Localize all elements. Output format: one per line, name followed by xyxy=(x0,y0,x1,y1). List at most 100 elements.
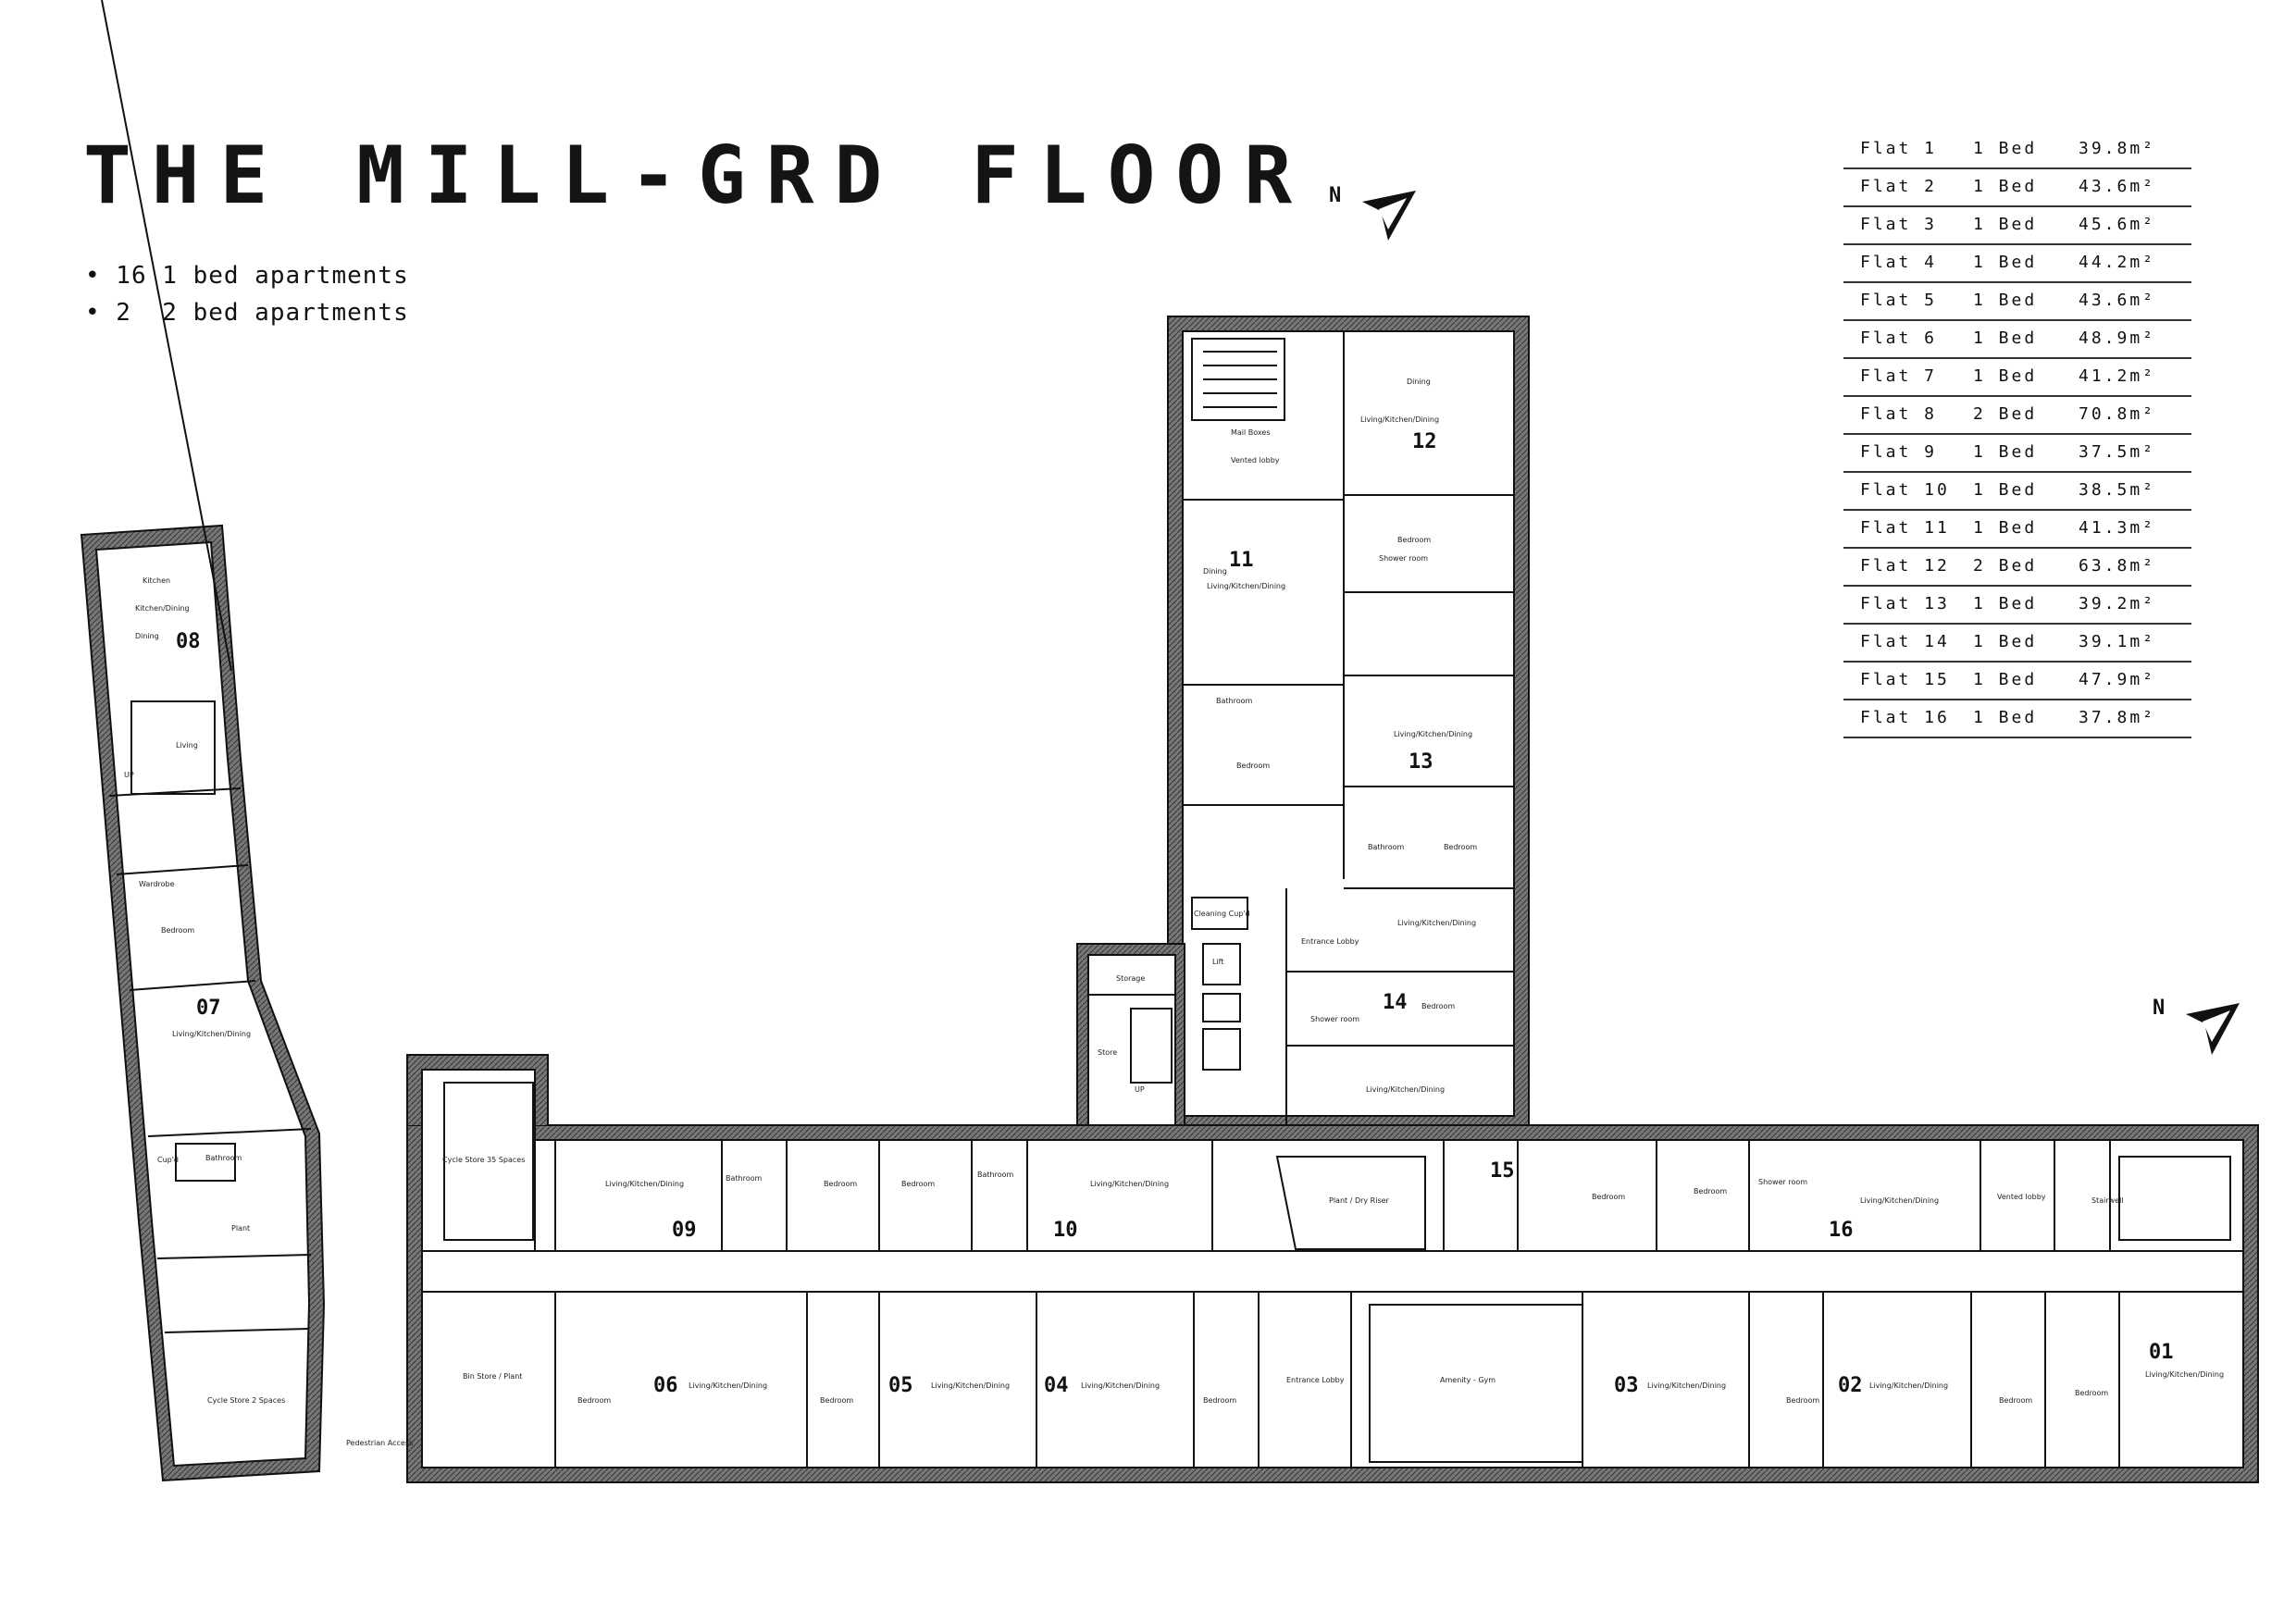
page-title: THE MILL-GRD FLOOR xyxy=(83,130,1312,222)
schedule-row: Flat 2 1 Bed 43.6m² xyxy=(1843,169,2191,207)
up-label: UP xyxy=(1135,1085,1145,1094)
schedule-flat: Flat 14 xyxy=(1860,632,1950,651)
bedroom-label: Bedroom xyxy=(1694,1187,1727,1196)
bedroom-label: Bedroom xyxy=(1397,536,1431,544)
schedule-flat: Flat 16 xyxy=(1860,708,1950,727)
schedule-beds: 1 Bed xyxy=(1973,442,2038,462)
schedule-beds: 1 Bed xyxy=(1973,480,2038,500)
flat-number: 14 xyxy=(1383,991,1408,1014)
schedule-flat: Flat 12 xyxy=(1860,556,1950,576)
flat-numbers: 01 02 03 04 05 06 07 08 09 10 11 12 13 1… xyxy=(176,430,2174,1397)
cleaning-cupboard-label: Cleaning Cup'd xyxy=(1194,910,1250,918)
schedule-area: 48.9m² xyxy=(2079,328,2156,348)
dining-label: Dining xyxy=(135,632,159,640)
bathroom-label: Bathroom xyxy=(205,1154,242,1162)
schedule-area: 41.2m² xyxy=(2079,366,2156,386)
room-labels: Plant Bin Store / Plant Amenity - Gym Cy… xyxy=(124,378,2224,1447)
lkd-label: Living/Kitchen/Dining xyxy=(1081,1381,1160,1390)
schedule-area: 39.2m² xyxy=(2079,594,2156,613)
schedule-beds: 2 Bed xyxy=(1973,404,2038,424)
north-label: N xyxy=(2153,997,2165,1020)
entrance-lobby-label: Entrance Lobby xyxy=(1286,1376,1345,1384)
lkd-label: Living/Kitchen/Dining xyxy=(1394,730,1472,738)
schedule-beds: 1 Bed xyxy=(1973,139,2038,158)
flat-number: 02 xyxy=(1838,1374,1863,1397)
schedule-flat: Flat 7 xyxy=(1860,366,1938,386)
bedroom-label: Bedroom xyxy=(820,1396,853,1405)
mail-boxes-label: Mail Boxes xyxy=(1231,428,1271,437)
bathroom-label: Bathroom xyxy=(1216,697,1253,705)
lkd-label: Living/Kitchen/Dining xyxy=(172,1030,251,1038)
flat-number: 08 xyxy=(176,630,201,653)
schedule-flat: Flat 15 xyxy=(1860,670,1950,689)
bedroom-label: Bedroom xyxy=(2075,1389,2108,1397)
schedule-area: 43.6m² xyxy=(2079,291,2156,310)
flat-number: 13 xyxy=(1409,750,1433,774)
schedule-area: 44.2m² xyxy=(2079,253,2156,272)
flat-number: 05 xyxy=(888,1374,913,1397)
schedule-flat: Flat 6 xyxy=(1860,328,1938,348)
wardrobe-label: Wardrobe xyxy=(139,880,175,888)
dining-label: Dining xyxy=(1203,567,1227,576)
flat-number: 15 xyxy=(1490,1159,1515,1183)
north-wing xyxy=(1167,316,1530,1132)
schedule-flat: Flat 5 xyxy=(1860,291,1938,310)
store-label: Store xyxy=(1098,1048,1117,1057)
west-wing xyxy=(80,0,326,1482)
schedule-flat: Flat 8 xyxy=(1860,404,1938,424)
living-label: Living xyxy=(176,741,198,750)
schedule-flat: Flat 1 xyxy=(1860,139,1938,158)
schedule-area: 37.5m² xyxy=(2079,442,2156,462)
lkd-label: Living/Kitchen/Dining xyxy=(1366,1085,1445,1094)
schedule-area: 43.6m² xyxy=(2079,177,2156,196)
bedroom-label: Bedroom xyxy=(1236,762,1270,770)
vented-lobby-label: Vented lobby xyxy=(1231,456,1280,465)
lkd-label: Living/Kitchen/Dining xyxy=(1860,1196,1939,1205)
storage-label: Storage xyxy=(1116,974,1145,983)
lkd-label: Living/Kitchen/Dining xyxy=(1397,919,1476,927)
schedule-row: Flat 6 1 Bed 48.9m² xyxy=(1843,321,2191,359)
plant-label: Plant xyxy=(231,1224,250,1233)
schedule-beds: 1 Bed xyxy=(1973,177,2038,196)
schedule-flat: Flat 13 xyxy=(1860,594,1950,613)
schedule-beds: 1 Bed xyxy=(1973,328,2038,348)
schedule-beds: 1 Bed xyxy=(1973,366,2038,386)
schedule-beds: 2 Bed xyxy=(1973,556,2038,576)
schedule-flat: Flat 2 xyxy=(1860,177,1938,196)
lkd-label: Living/Kitchen/Dining xyxy=(1647,1381,1726,1390)
plant-dry-riser-label: Plant / Dry Riser xyxy=(1329,1196,1390,1205)
summary-line: • 2 2 bed apartments xyxy=(85,299,409,327)
shower-room-label: Shower room xyxy=(1379,554,1428,563)
apartment-summary: • 16 1 bed apartments • 2 2 bed apartmen… xyxy=(85,257,409,331)
schedule-area: 45.6m² xyxy=(2079,215,2156,234)
up-label: UP xyxy=(124,771,134,779)
bedroom-label: Bedroom xyxy=(1203,1396,1236,1405)
flat-number: 06 xyxy=(653,1374,678,1397)
vented-lobby-label: Vented lobby xyxy=(1997,1193,2046,1201)
schedule-beds: 1 Bed xyxy=(1973,253,2038,272)
lkd-label: Living/Kitchen/Dining xyxy=(1360,415,1439,424)
shower-room-label: Shower room xyxy=(1310,1015,1359,1023)
north-label: N xyxy=(1329,184,1341,207)
bedroom-label: Bedroom xyxy=(161,926,194,935)
schedule-area: 63.8m² xyxy=(2079,556,2156,576)
kitchen-label: Kitchen xyxy=(143,576,170,585)
schedule-flat: Flat 3 xyxy=(1860,215,1938,234)
schedule-area: 39.1m² xyxy=(2079,632,2156,651)
pedestrian-access-label: Pedestrian Access xyxy=(346,1439,413,1447)
flat-number: 10 xyxy=(1053,1219,1078,1242)
lift-label: Lift xyxy=(1212,958,1224,966)
flat-number: 16 xyxy=(1829,1219,1854,1242)
lkd-label: Living/Kitchen/Dining xyxy=(605,1180,684,1188)
shower-room-label: Shower room xyxy=(1758,1178,1807,1186)
lkd-label: Living/Kitchen/Dining xyxy=(689,1381,767,1390)
